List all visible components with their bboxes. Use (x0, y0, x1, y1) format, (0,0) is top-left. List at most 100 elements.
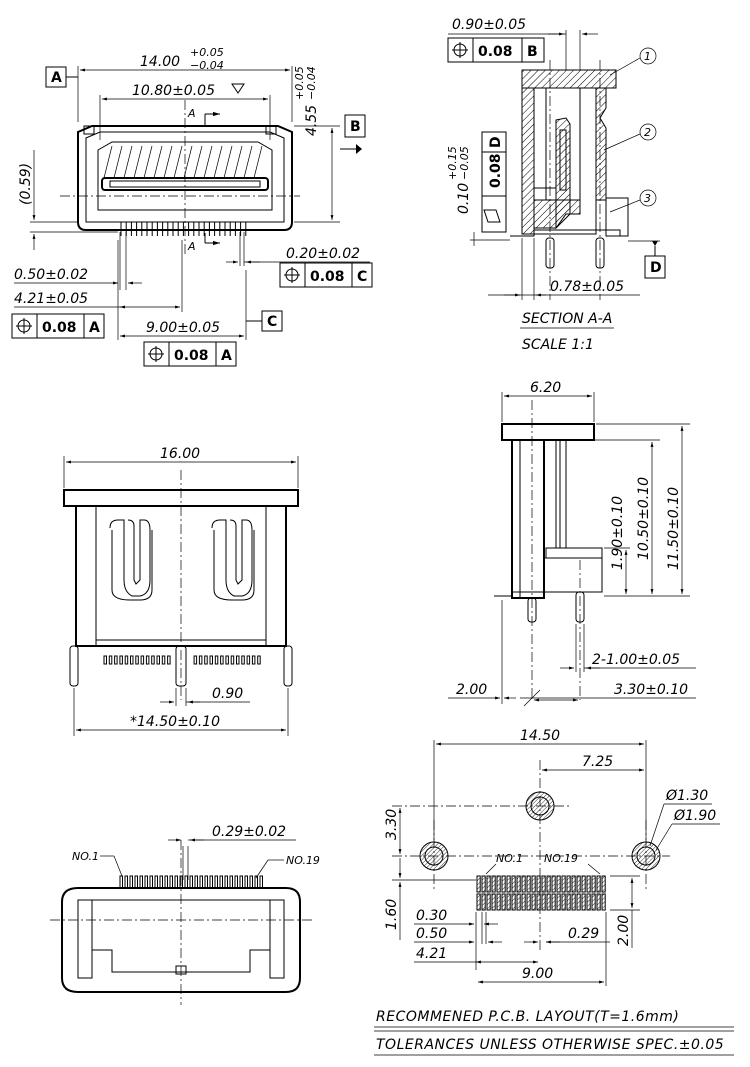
fcf-a1-value: 0.08 (42, 320, 77, 336)
bottom-pin (119, 875, 123, 889)
pcb-pad (511, 875, 516, 893)
bottom-pin (174, 875, 178, 889)
bottom-pin (259, 875, 263, 889)
dim-029-pcb: 0.29 (568, 926, 599, 942)
callout-1: 1 (644, 50, 651, 63)
top-pin (214, 655, 219, 665)
fcf-d-value: 0.08 (488, 153, 504, 188)
pcb-pad (591, 875, 596, 893)
section-mark-top: A (187, 107, 196, 120)
dim-2x100: 2-1.00±0.05 (592, 652, 680, 668)
datum-c: C (267, 314, 277, 330)
bottom-pin (189, 875, 193, 889)
top-pin (161, 655, 166, 665)
pcb-pad (556, 893, 561, 911)
top-pin (257, 655, 261, 665)
top-pin (209, 655, 213, 665)
section-mark-bottom: A (187, 240, 196, 253)
pcb-pad (511, 893, 516, 911)
pin-first-label: NO.1 (72, 850, 99, 863)
dim-421-pcb: 4.21 (416, 946, 447, 962)
dim-d190: Ø1.90 (673, 808, 716, 824)
pcb-pad (521, 893, 526, 911)
internal-line (163, 145, 173, 179)
dim-1050: 10.50±0.10 (636, 477, 652, 560)
internal-line (223, 145, 233, 179)
bottom-pin (209, 875, 213, 889)
pcb-pad (536, 875, 541, 893)
fcf-c-ref: C (357, 269, 367, 285)
dim-190: 1.90±0.10 (610, 496, 626, 570)
pcb-pad (506, 875, 511, 893)
bottom-pin (214, 875, 218, 889)
top-pin (220, 655, 224, 665)
pcb-pad (526, 875, 531, 893)
fcf-a1-ref: A (89, 320, 100, 336)
dim-1450-mid: *14.50±0.10 (130, 714, 220, 730)
top-pin (130, 655, 134, 665)
pcb-pad (601, 875, 606, 893)
internal-line (123, 145, 133, 179)
bottom-pin (124, 875, 128, 889)
bottom-pin (164, 875, 168, 889)
callout-2: 2 (644, 126, 651, 139)
fcf-position-a-1: 0.08 A (11, 313, 105, 339)
dim-029-bottom: 0.29±0.02 (212, 824, 286, 840)
dim-d130: Ø1.30 (665, 788, 708, 804)
side-view: 6.20 1.90±0.10 10.50±0.10 11.50±0.10 2-1… (448, 380, 696, 707)
pcb-pad (491, 875, 496, 893)
pcb-pad (576, 875, 581, 893)
top-pin (108, 655, 113, 665)
pcb-pad (601, 893, 606, 911)
fcf-position-b: 0.08 B (447, 37, 545, 63)
pcb-pad (526, 893, 531, 911)
fcf-a2-ref: A (221, 348, 232, 364)
internal-line (113, 145, 123, 179)
pcb-pad (481, 893, 486, 911)
dim-725: 7.25 (582, 754, 613, 770)
internal-line (213, 145, 223, 179)
tol-width-lower: −0.04 (190, 59, 224, 72)
top-pin (246, 655, 251, 665)
dim-330-pcb: 3.30 (384, 809, 400, 840)
internal-line (143, 145, 153, 179)
pcb-pad (481, 875, 486, 893)
top-pin (230, 655, 235, 665)
pcb-pad (546, 875, 551, 893)
top-pin (124, 655, 129, 665)
fcf-d-ref: D (488, 136, 504, 148)
section-view: 0.90±0.05 0.08 B 1 2 3 0.08 D (446, 17, 666, 353)
dim-010: 0.10 (456, 183, 472, 214)
dim-020: 0.20±0.02 (286, 246, 360, 262)
internal-line (103, 145, 113, 179)
top-pin (156, 655, 160, 665)
top-pin (204, 655, 208, 665)
bottom-pin (134, 875, 138, 889)
top-pin (236, 655, 240, 665)
top-pin (114, 655, 118, 665)
internal-line (133, 145, 143, 179)
pcb-pad (566, 875, 571, 893)
pcb-pad (551, 893, 556, 911)
dim-1600: 16.00 (160, 446, 200, 462)
bottom-pin (244, 875, 248, 889)
top-pin (167, 655, 171, 665)
dim-620: 6.20 (530, 380, 561, 396)
bottom-pin (254, 875, 258, 889)
dim-1450-pcb: 14.50 (520, 728, 560, 744)
dim-200-mid: 2.00 (456, 682, 487, 698)
pcb-pad (531, 893, 536, 911)
bottom-view: 0.29±0.02 NO.1 NO.19 (50, 824, 320, 1005)
dim-height: 4.55 (304, 105, 320, 136)
bottom-pin (219, 875, 223, 889)
pcb-pad (551, 875, 556, 893)
pcb-pad (581, 875, 586, 893)
dim-width: 14.00 (140, 54, 180, 70)
pcb-pad (581, 893, 586, 911)
pcb-pad (566, 893, 571, 911)
tol-height-upper: +0.05 (293, 66, 306, 100)
bottom-pin (239, 875, 243, 889)
top-pin (103, 655, 107, 665)
dim-050-pcb: 0.50 (416, 926, 447, 942)
top-view: 16.00 0.90 *14.50±0.10 (63, 446, 299, 736)
